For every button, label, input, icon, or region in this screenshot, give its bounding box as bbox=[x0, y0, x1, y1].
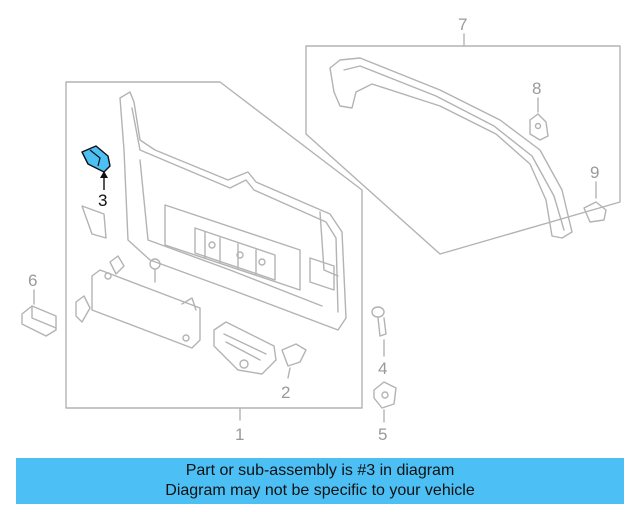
banner-line-1: Part or sub-assembly is #3 in diagram bbox=[185, 462, 455, 479]
callout-2: 2 bbox=[281, 383, 290, 402]
callout-6: 6 bbox=[28, 271, 37, 290]
callout-3: 3 bbox=[98, 191, 107, 210]
callout-8: 8 bbox=[532, 79, 541, 98]
callout-5: 5 bbox=[378, 425, 387, 444]
part-8-clip bbox=[529, 113, 549, 141]
callout-9: 9 bbox=[590, 163, 599, 182]
trim-panel-outline bbox=[305, 45, 621, 255]
part-7-arch-trim bbox=[329, 57, 573, 239]
part-4-bolt bbox=[371, 306, 387, 337]
clip-shield-part bbox=[81, 205, 107, 239]
main-panel-outline bbox=[65, 81, 363, 409]
part-9-clip bbox=[583, 201, 607, 223]
plate-mount-part bbox=[75, 255, 201, 349]
leader-line-2 bbox=[287, 367, 291, 379]
part-5-nut bbox=[373, 381, 397, 409]
arrowhead-3-icon bbox=[100, 171, 108, 178]
part-6-cap bbox=[21, 305, 57, 337]
info-banner: Part or sub-assembly is #3 in diagram Di… bbox=[16, 458, 624, 504]
callout-7: 7 bbox=[458, 15, 467, 34]
liftgate-trim-panel bbox=[119, 91, 347, 331]
callout-4: 4 bbox=[378, 359, 387, 378]
part-3-clip[interactable] bbox=[81, 145, 111, 173]
callout-1: 1 bbox=[235, 425, 244, 444]
part-2-handle-assembly bbox=[213, 321, 307, 375]
banner-line-2: Diagram may not be specific to your vehi… bbox=[165, 482, 475, 499]
part-3-highlighted[interactable] bbox=[81, 145, 111, 190]
